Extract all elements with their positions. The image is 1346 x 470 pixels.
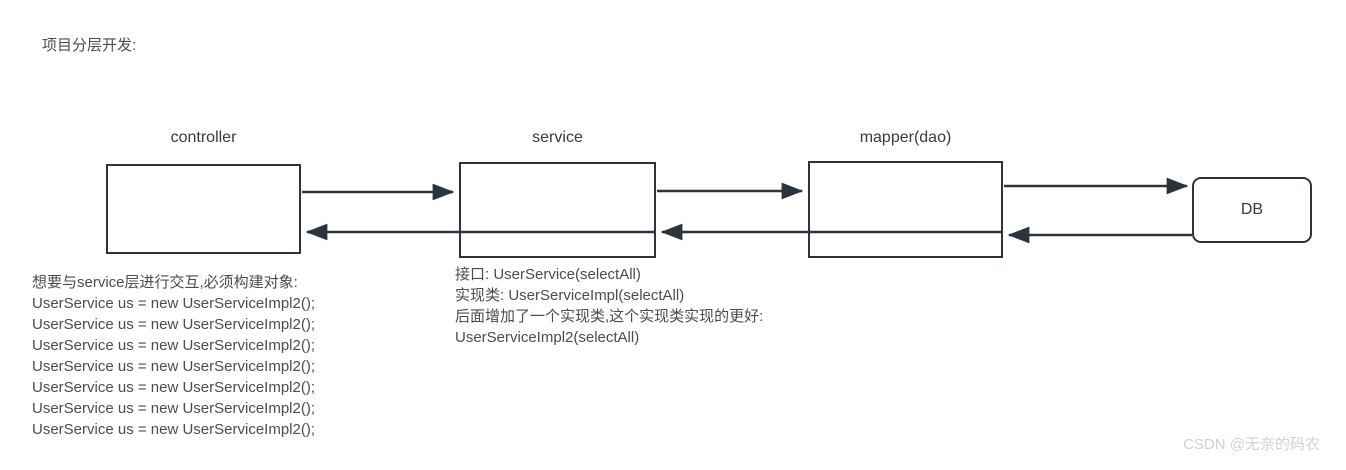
note-line: 后面增加了一个实现类,这个实现类实现的更好: (455, 308, 764, 325)
note-line: UserService us = new UserServiceImpl2(); (32, 358, 316, 375)
note-line: UserServiceImpl2(selectAll) (455, 329, 640, 346)
note-line: 想要与service层进行交互,必须构建对象: (32, 274, 298, 291)
note-line: UserService us = new UserServiceImpl2(); (32, 337, 316, 354)
note-line: 接口: UserService(selectAll) (455, 266, 641, 283)
box-mapper[interactable] (808, 161, 1003, 258)
note-service: 接口: UserService(selectAll) 实现类: UserServ… (455, 264, 763, 348)
box-label-controller: controller (170, 129, 237, 146)
note-line: UserService us = new UserServiceImpl2(); (32, 295, 316, 312)
note-controller: 想要与service层进行交互,必须构建对象: UserService us =… (32, 272, 315, 440)
box-controller[interactable] (106, 164, 301, 254)
box-label-service: service (532, 129, 583, 146)
note-line: 实现类: UserServiceImpl(selectAll) (455, 287, 685, 304)
note-line: UserService us = new UserServiceImpl2(); (32, 316, 316, 333)
note-line: UserService us = new UserServiceImpl2(); (32, 379, 316, 396)
note-line: UserService us = new UserServiceImpl2(); (32, 421, 316, 438)
note-line: UserService us = new UserServiceImpl2(); (32, 400, 316, 417)
watermark: CSDN @无奈的码农 (1183, 436, 1320, 453)
box-label-mapper: mapper(dao) (859, 129, 952, 146)
box-db-label: DB (1240, 201, 1264, 218)
box-service[interactable] (459, 162, 656, 258)
box-db[interactable]: DB (1192, 177, 1312, 243)
page-title: 项目分层开发: (42, 37, 137, 54)
